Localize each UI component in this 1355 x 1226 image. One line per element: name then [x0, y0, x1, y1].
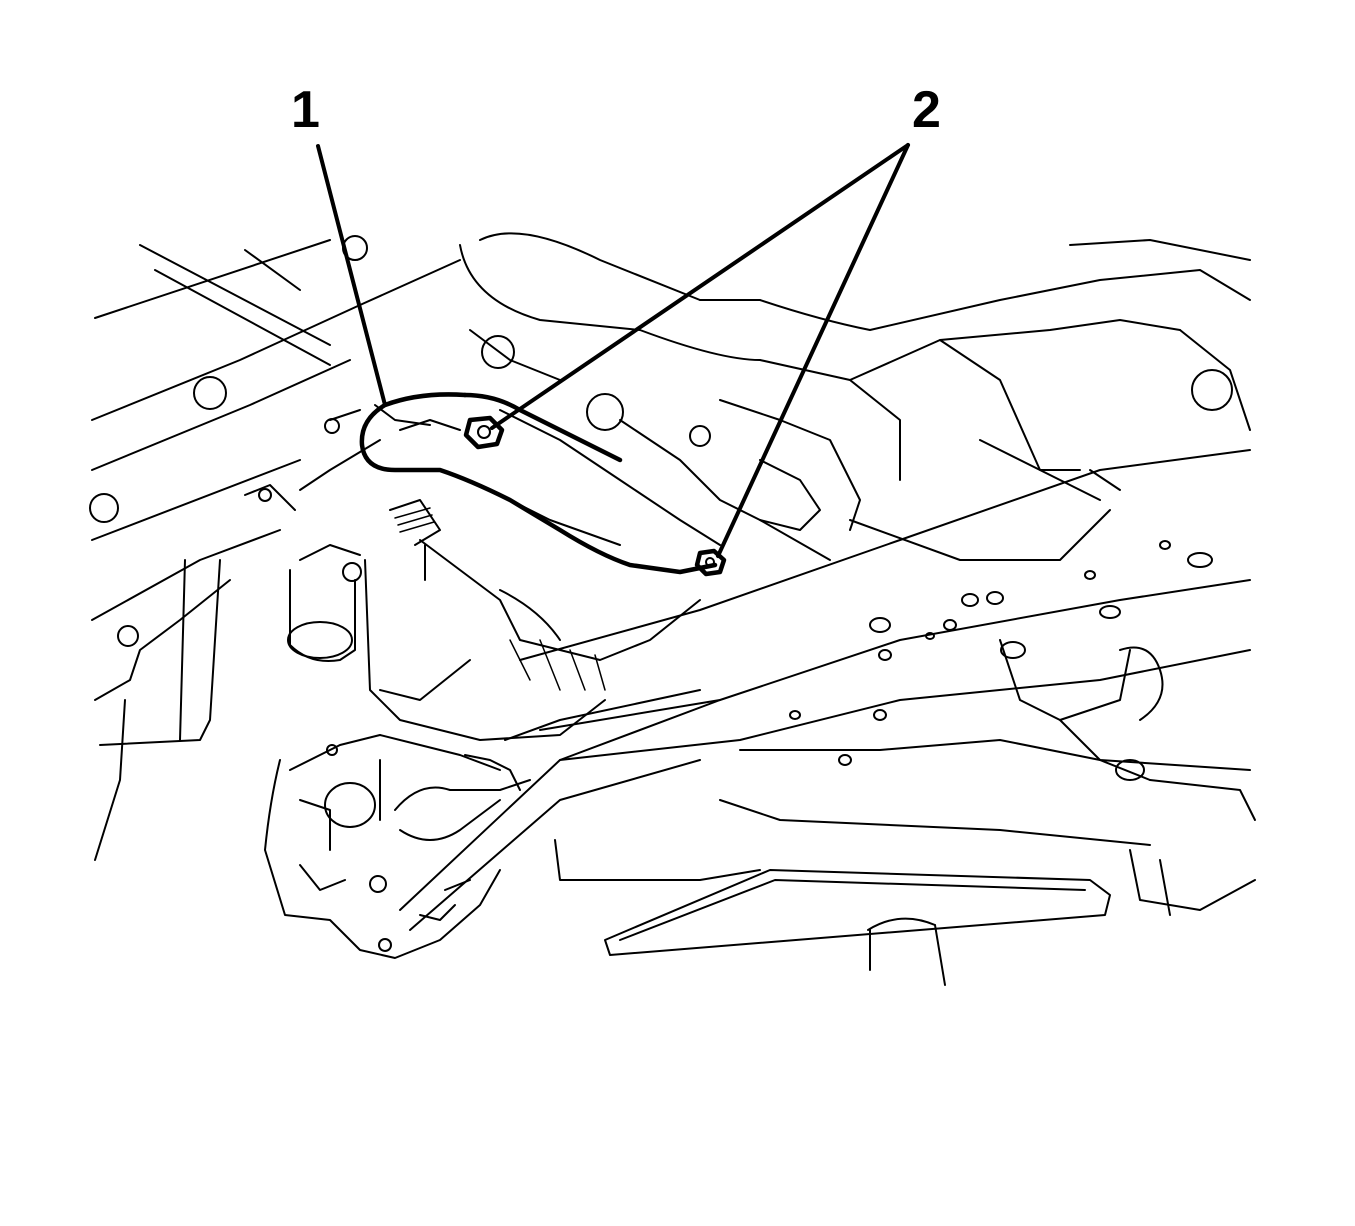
leader-line-1 — [316, 144, 387, 407]
nut-lower — [694, 548, 727, 577]
cross-member — [519, 449, 1251, 846]
exhaust-components — [999, 639, 1256, 916]
transmission-case — [619, 399, 1121, 561]
skid-plate — [554, 839, 1111, 986]
leader-line-2a — [490, 143, 910, 430]
left-floor-pan — [89, 235, 461, 861]
transfer-case-body — [244, 409, 701, 741]
callout-label-1: 1 — [291, 81, 320, 139]
leader-line-2b — [716, 143, 910, 558]
transmission-tunnel — [459, 232, 1251, 501]
differential-hub — [264, 689, 721, 959]
callout-leaders — [316, 143, 910, 558]
wiring-harness — [359, 392, 721, 575]
fasteners — [463, 415, 727, 577]
callout-label-2: 2 — [912, 81, 941, 139]
nut-upper — [463, 415, 505, 450]
